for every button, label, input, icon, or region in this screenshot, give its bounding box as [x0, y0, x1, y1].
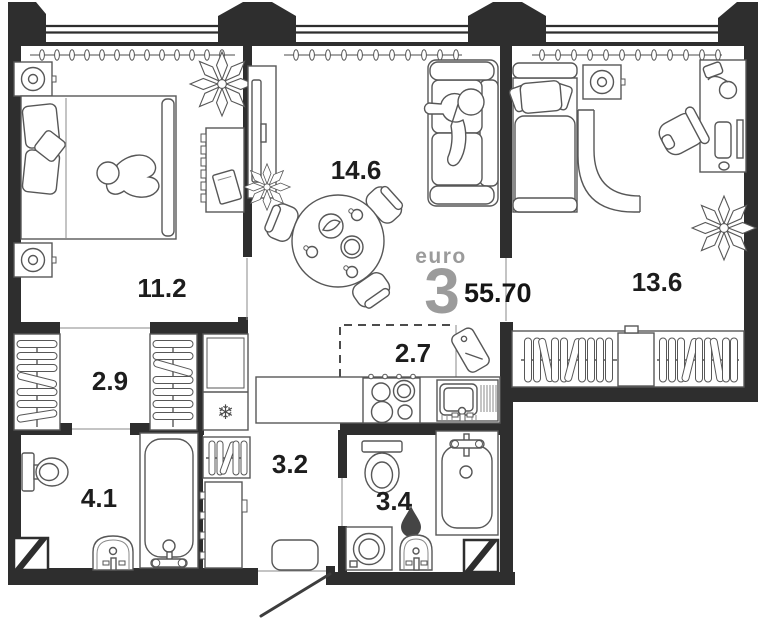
room-label-bathroom-second: 3.4: [376, 486, 413, 516]
person-lying: [96, 154, 160, 198]
room-label-hallway: 2.9: [92, 366, 128, 396]
room-bathroom-main: [12, 432, 199, 572]
windows: [46, 24, 718, 34]
stove: [362, 373, 421, 424]
room-label-bedroom-main: 11.2: [137, 273, 186, 303]
room-hallway: ❄: [13, 333, 251, 569]
nightstand-lamp: [13, 61, 57, 97]
walls: [8, 2, 758, 585]
person-sitting: [423, 88, 485, 167]
dining-table: [261, 181, 408, 313]
room-labels: 11.2 14.6 13.6 2.9 4.1 3.2 2.7 3.4: [81, 155, 682, 516]
bathtub: [435, 430, 499, 536]
desk: [699, 59, 747, 173]
office-chair: [658, 106, 710, 156]
toilet: [21, 452, 69, 492]
room-living: [243, 59, 499, 313]
rooms-count: 3: [424, 255, 460, 327]
room-bathroom-second: [345, 430, 500, 574]
nightstand-lamp: [582, 64, 626, 100]
room-label-living: 14.6: [331, 155, 382, 185]
nightstand-lamp: [13, 242, 57, 278]
room-corridor: [259, 539, 332, 618]
tall-cabinet: [199, 481, 248, 569]
coat-rack: [202, 436, 251, 479]
shaft: [462, 538, 500, 574]
curtain-rails: [30, 49, 722, 61]
total-area-label: 55.70: [464, 278, 532, 308]
room-bedroom-second: [508, 59, 757, 388]
shaft: [12, 536, 50, 572]
kitchen-zone-boundary: [339, 324, 456, 377]
wardrobe: [13, 333, 61, 431]
rug: [577, 109, 641, 213]
fridge-icon: ❄: [202, 333, 249, 431]
apartment-type-badge: euro 3 55.70: [415, 245, 531, 327]
room-label-bathroom-main: 4.1: [81, 483, 117, 513]
room-label-kitchen: 2.7: [395, 338, 431, 368]
kitchen-sink: [436, 379, 499, 422]
plant-icon: [189, 51, 255, 117]
brand-label: euro: [415, 245, 467, 268]
room-label-bedroom-second: 13.6: [632, 267, 683, 297]
toilet: [361, 440, 403, 494]
doormat: [271, 539, 319, 571]
dresser: [200, 127, 245, 213]
room-kitchen: [255, 324, 501, 424]
wardrobe: [149, 333, 198, 431]
bathtub: [139, 432, 199, 569]
single-bed: [508, 62, 578, 213]
snowflake-icon: ❄: [217, 400, 234, 424]
cutting-board: [451, 327, 490, 373]
washing-machine: [345, 526, 393, 571]
room-bedroom-main: [13, 51, 255, 278]
sink: [92, 535, 134, 571]
wardrobe: [511, 325, 745, 388]
entrance-door: [259, 572, 332, 618]
plant-icon: [691, 195, 757, 261]
water-drop-icon: [401, 506, 421, 537]
sink: [399, 534, 433, 571]
room-label-corridor: 3.2: [272, 449, 308, 479]
